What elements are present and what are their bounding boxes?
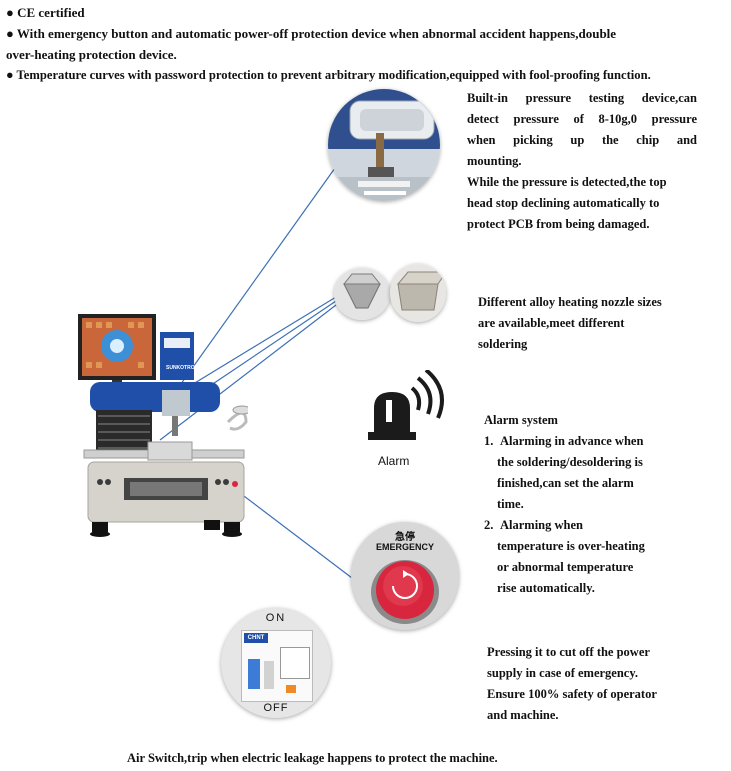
pressure-device-image — [328, 89, 440, 201]
nozzle-description: Different alloy heating nozzle sizes are… — [478, 292, 708, 355]
alarm-item-line: or abnormal temperature — [497, 560, 634, 574]
pressure-description: Built-in pressure testing device,can det… — [467, 88, 697, 235]
air-switch-test-button[interactable] — [286, 685, 296, 693]
alarm-item-line: rise automatically. — [497, 581, 595, 595]
alarm-description: Alarm system 1. Alarming in advance when… — [484, 410, 724, 599]
nozzle-line: soldering — [478, 337, 528, 351]
alarm-item-line: finished,can set the alarm — [497, 476, 634, 490]
nozzle-image-small — [334, 268, 390, 320]
leader-line-nozzle-a — [179, 296, 337, 393]
alarm-title: Alarm system — [484, 413, 558, 427]
leader-line-emergency — [235, 489, 353, 579]
machine-brand: SUNKOTRONIC — [166, 365, 204, 371]
emergency-stop-knob — [371, 560, 439, 624]
feature-emergency-line1: ● With emergency button and automatic po… — [6, 26, 617, 41]
air-switch-body: CHNT — [241, 630, 313, 702]
alarm-item-line: time. — [497, 497, 524, 511]
alarm-icon-panel: Alarm — [356, 370, 446, 470]
air-switch-image: ON CHNT OFF — [221, 608, 331, 718]
air-switch-caption: Air Switch,trip when electric leakage ha… — [127, 751, 498, 765]
pressure-line: head stop declining automatically to — [467, 196, 660, 210]
nozzle-line: Different alloy heating nozzle sizes — [478, 295, 662, 309]
air-switch-brand: CHNT — [244, 633, 268, 643]
emergency-chinese-label: 急停 — [395, 532, 415, 543]
air-switch-on-label: ON — [265, 612, 287, 624]
pressure-line: Built-in pressure testing device,can — [467, 91, 697, 105]
air-switch-off-label: OFF — [263, 702, 289, 714]
alarm-item: 2. Alarming when — [484, 515, 724, 536]
alarm-item-number: 2. — [484, 518, 494, 532]
alarm-icon-label: Alarm — [378, 454, 410, 468]
emergency-line: Ensure 100% safety of operator — [487, 687, 657, 701]
alarm-item-line: Alarming in advance when — [500, 434, 644, 448]
feature-ce-certified: ● CE certified — [6, 5, 85, 20]
emergency-label: EMERGENCY — [375, 542, 434, 552]
pressure-line: when picking up the chip and — [467, 133, 697, 147]
pressure-line: detect pressure of 8-10g,0 pressure — [467, 112, 697, 126]
emergency-description: Pressing it to cut off the power supply … — [487, 642, 717, 726]
feature-emergency-line2: over-heating protection device. — [6, 47, 177, 62]
emergency-line: Pressing it to cut off the power — [487, 645, 650, 659]
emergency-line: and machine. — [487, 708, 559, 722]
leader-line-pressure — [177, 167, 336, 389]
alarm-item: 1. Alarming in advance when — [484, 431, 724, 452]
alarm-item-line: the soldering/desoldering is — [497, 455, 643, 469]
emergency-line: supply in case of emergency. — [487, 666, 639, 680]
nozzle-line: are available,meet different — [478, 316, 625, 330]
leader-line-nozzle-c — [159, 304, 337, 441]
alarm-item-number: 1. — [484, 434, 494, 448]
rework-station-machine: SUNKOTRONIC — [78, 312, 248, 542]
nozzle-image-large — [390, 264, 446, 322]
pressure-line: protect PCB from being damaged. — [467, 217, 650, 231]
emergency-button-image: 急停 EMERGENCY — [351, 522, 459, 630]
air-switch-lever[interactable] — [248, 659, 260, 689]
pressure-line: mounting. — [467, 154, 522, 168]
alarm-item-line: temperature is over-heating — [497, 539, 645, 553]
feature-temperature-curves: ● Temperature curves with password prote… — [6, 68, 651, 82]
pressure-line: While the pressure is detected,the top — [467, 175, 667, 189]
alarm-icon — [368, 370, 444, 440]
alarm-item-line: Alarming when — [500, 518, 583, 532]
